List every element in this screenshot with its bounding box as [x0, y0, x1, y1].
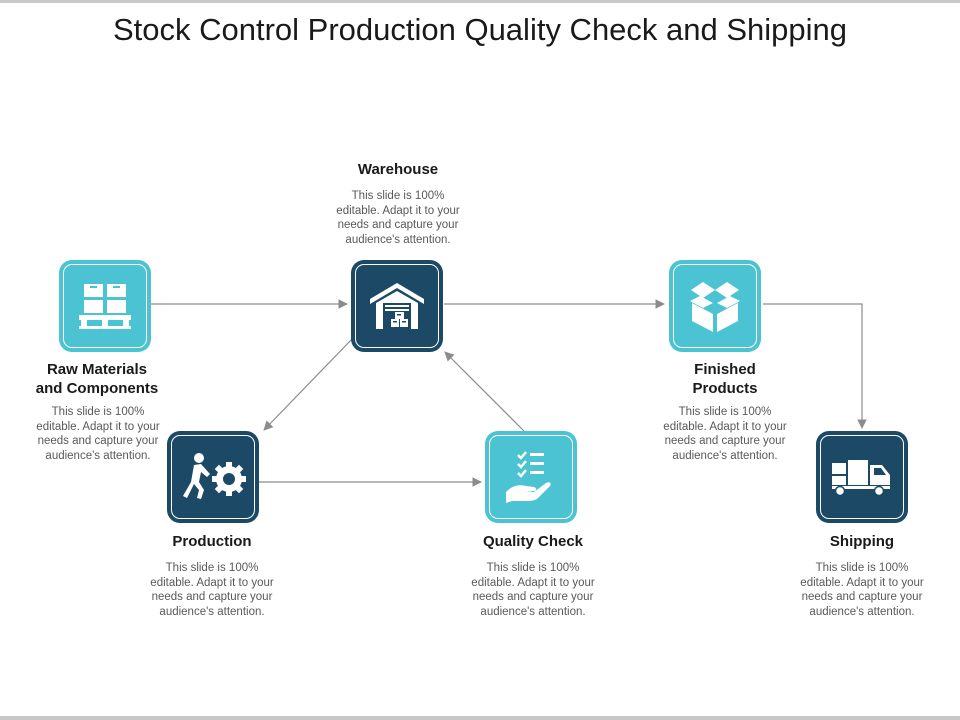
quality-check-label: Quality Check	[482, 533, 584, 550]
raw-materials-label-line2: and Components	[35, 380, 159, 397]
delivery-truck-icon	[832, 460, 890, 497]
production-node[interactable]	[167, 431, 259, 523]
quality-check-node[interactable]	[485, 431, 577, 523]
raw-materials-label: Raw Materials and Components	[17, 360, 177, 398]
shipping-label: Shipping	[829, 533, 895, 550]
production-label: Production	[172, 533, 252, 550]
finished-products-label-line1: Finished	[694, 361, 756, 378]
shipping-node[interactable]	[816, 431, 908, 523]
finished-products-desc: This slide is 100% editable. Adapt it to…	[663, 406, 787, 462]
finished-products-label-line2: Products	[692, 380, 758, 397]
page-title: Stock Control Production Quality Check a…	[112, 12, 848, 47]
arrow-warehouse-to-production	[263, 337, 354, 431]
warehouse-label: Warehouse	[357, 161, 439, 178]
top-border	[0, 0, 960, 3]
warehouse-desc: This slide is 100% editable. Adapt it to…	[336, 190, 460, 246]
finished-products-node[interactable]	[669, 260, 761, 352]
arrow-quality-to-warehouse	[444, 351, 525, 432]
quality-check-desc: This slide is 100% editable. Adapt it to…	[471, 562, 595, 618]
arrow-finished-to-shipping	[763, 303, 867, 429]
finished-products-label: Finished Products	[645, 360, 805, 398]
shipping-desc: This slide is 100% editable. Adapt it to…	[800, 562, 924, 618]
warehouse-icon	[370, 283, 424, 329]
checklist-hand-icon	[506, 451, 551, 503]
open-box-icon	[690, 282, 740, 332]
warehouse-node[interactable]	[351, 260, 443, 352]
raw-materials-desc: This slide is 100% editable. Adapt it to…	[36, 406, 160, 462]
production-desc: This slide is 100% editable. Adapt it to…	[150, 562, 274, 618]
raw-materials-node[interactable]	[59, 260, 151, 352]
raw-materials-label-line1: Raw Materials	[46, 361, 148, 378]
pallet-boxes-icon	[79, 284, 131, 329]
bottom-border	[0, 716, 960, 720]
worker-gear-icon	[183, 453, 246, 499]
